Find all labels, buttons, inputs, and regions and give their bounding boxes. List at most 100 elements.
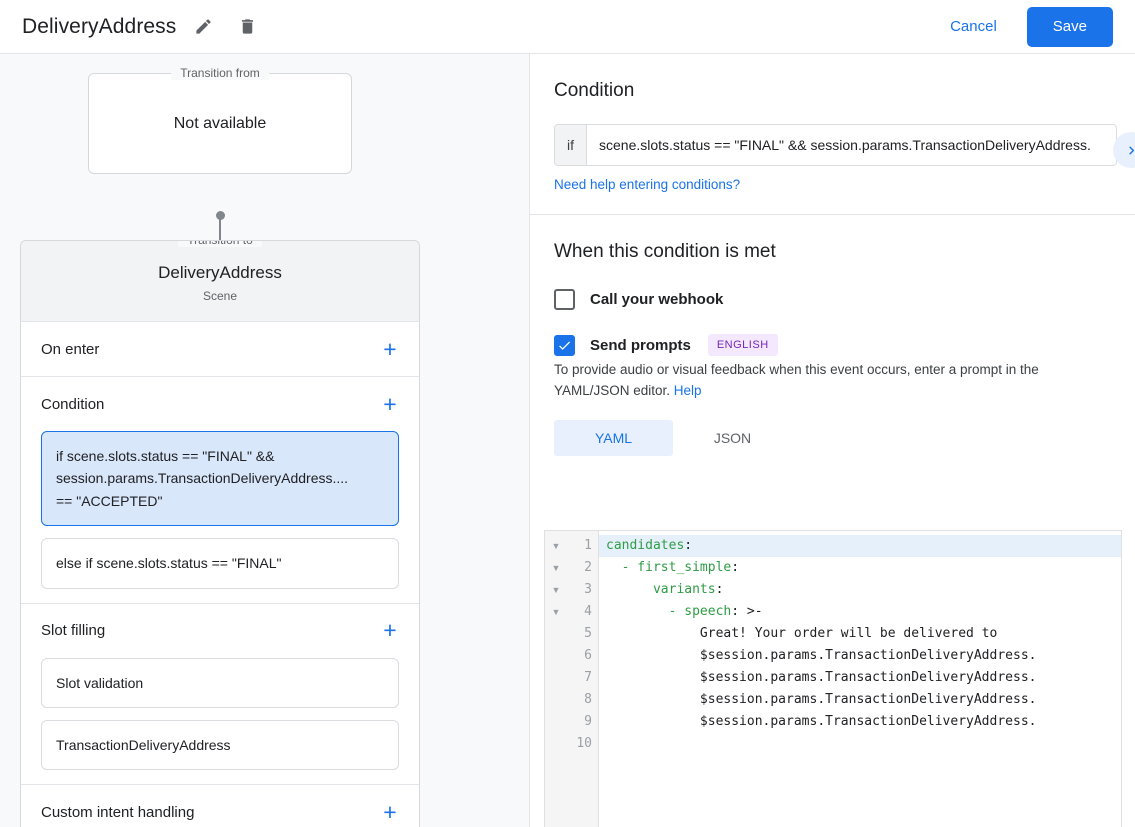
prompt-help-link[interactable]: Help (673, 382, 702, 398)
code-line[interactable]: $session.params.TransactionDeliveryAddre… (599, 645, 1121, 667)
slot-item-transaction-delivery-address[interactable]: TransactionDeliveryAddress (41, 719, 399, 771)
fold-spacer (545, 645, 567, 667)
scene-type: Scene (202, 289, 238, 303)
code-rest-token: Great! Your order will be delivered to (606, 626, 998, 641)
condition-expression-input[interactable] (587, 125, 1116, 165)
condition-detail-pane: Condition if Need help entering conditio… (530, 54, 1135, 827)
add-custom-intent-button[interactable]: + (383, 798, 397, 825)
code-line[interactable]: variants: (599, 579, 1121, 601)
add-condition-button[interactable]: + (383, 390, 397, 417)
prompt-editor-description: To provide audio or visual feedback when… (554, 360, 1107, 402)
condition-item-else[interactable]: else if scene.slots.status == "FINAL" (41, 538, 399, 589)
code-line[interactable]: - first_simple: (599, 557, 1121, 579)
condition-line-2: session.params.TransactionDeliveryAddres… (56, 470, 349, 487)
pane-divider (530, 214, 1135, 215)
section-condition: Condition + if scene.slots.status == "FI… (21, 377, 419, 604)
prompt-description-text: To provide audio or visual feedback when… (554, 362, 1039, 398)
code-line[interactable]: Great! Your order will be delivered to (599, 623, 1121, 645)
section-custom-intent-handling: Custom intent handling + (21, 785, 419, 827)
condition-block: Condition if Need help entering conditio… (530, 54, 1135, 214)
webhook-row[interactable]: Call your webhook (554, 289, 1107, 310)
delete-button[interactable] (230, 10, 264, 44)
scene-header[interactable]: DeliveryAddress Scene (21, 241, 419, 322)
code-line[interactable]: $session.params.TransactionDeliveryAddre… (599, 667, 1121, 689)
add-on-enter-button[interactable]: + (383, 335, 397, 362)
transition-from-card: Transition from Not available (88, 66, 352, 174)
condition-if-field[interactable]: if (554, 124, 1117, 166)
section-body-slot-filling: Slot validation TransactionDeliveryAddre… (21, 657, 419, 785)
scene-name: DeliveryAddress (158, 263, 282, 282)
edit-title-button[interactable] (186, 10, 220, 44)
transition-from-value: Not available (173, 114, 267, 132)
code-rest-token: $session.params.TransactionDeliveryAddre… (606, 714, 1037, 729)
section-title-custom-intent-handling: Custom intent handling (41, 803, 195, 821)
section-header-custom-intent-handling[interactable]: Custom intent handling + (21, 785, 419, 827)
send-prompts-label: Send prompts (590, 336, 691, 354)
code-indent (606, 582, 653, 597)
add-slot-filling-button[interactable]: + (383, 617, 397, 644)
code-line[interactable]: $session.params.TransactionDeliveryAddre… (599, 689, 1121, 711)
fold-spacer (545, 689, 567, 711)
when-met-heading: When this condition is met (554, 241, 776, 262)
send-prompts-row[interactable]: Send prompts ENGLISH (554, 334, 1107, 356)
save-button[interactable]: Save (1026, 6, 1113, 47)
code-content-area[interactable]: candidates: - first_simple: variants: - … (599, 531, 1121, 827)
code-rest-token: : (684, 538, 693, 553)
tab-json[interactable]: JSON (713, 429, 752, 446)
code-rest-token: : >- (731, 604, 763, 619)
condition-line-3: == "ACCEPTED" (56, 492, 163, 509)
section-title-slot-filling: Slot filling (41, 622, 106, 640)
code-key-token: - speech (668, 604, 732, 619)
line-number: 6 (584, 648, 592, 663)
fold-spacer (545, 623, 567, 645)
code-indent (606, 604, 669, 619)
code-line[interactable]: - speech: >- (599, 601, 1121, 623)
chevron-right-icon (1128, 146, 1134, 154)
fold-toggle-icon[interactable]: ▼ (551, 563, 561, 573)
code-line[interactable] (599, 733, 1121, 755)
send-prompts-checkbox[interactable] (554, 334, 575, 356)
editor-format-tabs: YAML JSON (554, 419, 1107, 456)
fold-spacer (545, 733, 567, 755)
fold-toggle-icon[interactable]: ▼ (551, 541, 561, 551)
next-panel-button[interactable] (1113, 132, 1135, 168)
main-layout: Transition from Not available Transition… (0, 54, 1135, 827)
code-key-token: variants (652, 582, 716, 597)
code-rest-token: $session.params.TransactionDeliveryAddre… (606, 648, 1037, 663)
code-line[interactable]: candidates: (599, 535, 1121, 557)
section-body-condition: if scene.slots.status == "FINAL" && sess… (21, 431, 419, 603)
call-webhook-checkbox[interactable] (554, 289, 575, 310)
section-header-slot-filling[interactable]: Slot filling + (21, 604, 419, 658)
condition-help-link[interactable]: Need help entering conditions? (554, 177, 741, 192)
checkmark-icon (559, 340, 571, 350)
cancel-button[interactable]: Cancel (936, 9, 1011, 44)
code-rest-token: : (731, 560, 740, 575)
tab-yaml[interactable]: YAML (554, 419, 673, 456)
transition-to-panel: Transition to DeliveryAddress Scene On e… (20, 240, 420, 827)
language-badge: ENGLISH (707, 334, 778, 356)
code-fold-gutter[interactable]: ▼ ▼ ▼ ▼ (545, 531, 567, 827)
connector-dot (216, 211, 225, 220)
section-title-on-enter: On enter (41, 340, 100, 358)
section-header-on-enter[interactable]: On enter + (21, 322, 419, 376)
condition-heading: Condition (554, 80, 635, 101)
fold-toggle-icon[interactable]: ▼ (551, 585, 561, 595)
code-line[interactable]: $session.params.TransactionDeliveryAddre… (599, 711, 1121, 733)
line-number: 4 (584, 604, 592, 619)
slot-validation-item[interactable]: Slot validation (41, 657, 399, 708)
transition-to-legend: Transition to (178, 241, 262, 247)
code-key-token: candidates (606, 538, 685, 553)
condition-item-selected[interactable]: if scene.slots.status == "FINAL" && sess… (41, 431, 399, 527)
trash-icon (241, 19, 253, 34)
line-number: 5 (584, 626, 592, 641)
fold-spacer (545, 711, 567, 733)
section-slot-filling: Slot filling + Slot validation Transacti… (21, 604, 419, 786)
line-number: 8 (584, 692, 592, 707)
fold-toggle-icon[interactable]: ▼ (551, 607, 561, 617)
top-app-bar: DeliveryAddress Cancel Save (0, 0, 1135, 54)
section-on-enter: On enter + (21, 322, 419, 377)
section-header-condition[interactable]: Condition + (21, 377, 419, 431)
code-rest-token: $session.params.TransactionDeliveryAddre… (606, 670, 1037, 685)
